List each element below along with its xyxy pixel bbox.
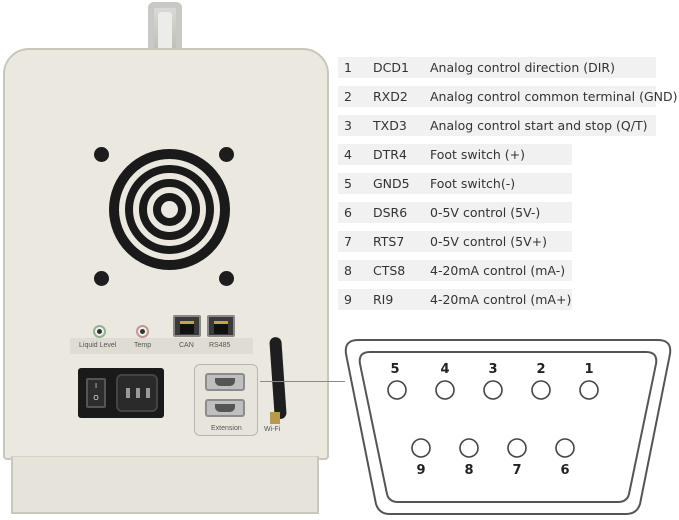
pin-signal: GND5	[373, 176, 410, 191]
pin-8-icon	[459, 438, 479, 458]
rs485-port[interactable]	[207, 315, 235, 337]
pin-number: 7	[344, 234, 352, 249]
pin-label-4: 4	[440, 362, 449, 377]
pin-row: 5 GND5 Foot switch(-)	[338, 173, 572, 194]
temp-label: Temp	[134, 342, 152, 349]
screw-icon	[219, 271, 234, 286]
device-base	[11, 456, 319, 514]
pin-label-6: 6	[560, 463, 569, 478]
port-label-strip	[70, 338, 253, 354]
pin-row: 2 RXD2 Analog control common terminal (G…	[338, 86, 678, 107]
pin-6-icon	[555, 438, 575, 458]
fan-grille-icon	[109, 149, 230, 270]
pin-description: Foot switch (+)	[430, 147, 526, 162]
device-rear-panel: Liquid Level Temp CAN RS485 I O Extensio…	[3, 2, 329, 514]
pin-9-icon	[411, 438, 431, 458]
pin-signal: TXD3	[373, 118, 407, 133]
db9-port-lower[interactable]	[205, 399, 245, 417]
db9-port-upper[interactable]	[205, 373, 245, 391]
pin-row: 3 TXD3 Analog control start and stop (Q/…	[338, 115, 656, 136]
pin-4-icon	[435, 380, 455, 400]
pin-number: 5	[344, 176, 352, 191]
pin-signal: DSR6	[373, 205, 408, 220]
can-port[interactable]	[173, 315, 201, 337]
pin-signal: DCD1	[373, 60, 409, 75]
pin-label-2: 2	[536, 362, 545, 377]
extension-panel: Extension	[194, 364, 258, 436]
switch-on-label: I	[94, 382, 98, 390]
pin-row: 4 DTR4 Foot switch (+)	[338, 144, 572, 165]
screw-icon	[94, 147, 109, 162]
db9-connector-diagram: 5 4 3 2 1 9 8 7 6	[344, 339, 672, 515]
pin-description: 4-20mA control (mA+)	[430, 292, 572, 307]
pin-signal: DTR4	[373, 147, 407, 162]
antenna-base	[270, 412, 280, 424]
pin-number: 9	[344, 292, 352, 307]
pin-description: Analog control common terminal (GND)	[430, 89, 678, 104]
rs485-label: RS485	[209, 342, 231, 349]
pin-label-8: 8	[464, 463, 473, 478]
pin-description: Foot switch(-)	[430, 176, 516, 191]
screw-icon	[219, 147, 234, 162]
pin-description: 4-20mA control (mA-)	[430, 263, 566, 278]
pin-label-1: 1	[584, 362, 593, 377]
pin-1-icon	[579, 380, 599, 400]
connector-outer-shell	[344, 339, 672, 515]
pin-row: 8 CTS8 4-20mA control (mA-)	[338, 260, 572, 281]
pin-label-5: 5	[390, 362, 399, 377]
pin-number: 3	[344, 118, 352, 133]
liquid-level-jack[interactable]	[93, 325, 106, 338]
pin-7-icon	[507, 438, 527, 458]
pin-signal: RXD2	[373, 89, 408, 104]
can-label: CAN	[179, 342, 194, 349]
pin-3-icon	[483, 380, 503, 400]
pin-row: 7 RTS7 0-5V control (5V+)	[338, 231, 572, 252]
pin-signal: RTS7	[373, 234, 405, 249]
pin-number: 8	[344, 263, 352, 278]
pin-number: 2	[344, 89, 352, 104]
extension-label: Extension	[211, 425, 242, 432]
carry-handle	[148, 2, 182, 58]
power-switch[interactable]: I O	[86, 378, 106, 408]
pin-number: 6	[344, 205, 352, 220]
wifi-label: Wi-Fi	[264, 426, 281, 433]
pin-row: 9 RI9 4-20mA control (mA+)	[338, 289, 572, 310]
pin-description: Analog control start and stop (Q/T)	[430, 118, 648, 133]
power-inlet-icon[interactable]	[116, 374, 158, 412]
pin-row: 6 DSR6 0-5V control (5V-)	[338, 202, 572, 223]
pin-label-7: 7	[512, 463, 521, 478]
pin-number: 1	[344, 60, 352, 75]
pin-description: 0-5V control (5V+)	[430, 234, 547, 249]
pin-number: 4	[344, 147, 352, 162]
pin-signal: RI9	[373, 292, 394, 307]
screw-icon	[94, 271, 109, 286]
pin-row: 1 DCD1 Analog control direction (DIR)	[338, 57, 656, 78]
temp-jack[interactable]	[136, 325, 149, 338]
connector-inner-shell	[358, 351, 658, 503]
pin-signal: CTS8	[373, 263, 406, 278]
pin-5-icon	[387, 380, 407, 400]
switch-off-label: O	[93, 394, 99, 402]
liquid-level-label: Liquid Level	[79, 342, 117, 349]
pin-description: Analog control direction (DIR)	[430, 60, 615, 75]
leader-line	[260, 381, 345, 382]
pin-2-icon	[531, 380, 551, 400]
pin-label-3: 3	[488, 362, 497, 377]
pin-label-9: 9	[416, 463, 425, 478]
power-module: I O	[78, 368, 164, 418]
pin-description: 0-5V control (5V-)	[430, 205, 541, 220]
